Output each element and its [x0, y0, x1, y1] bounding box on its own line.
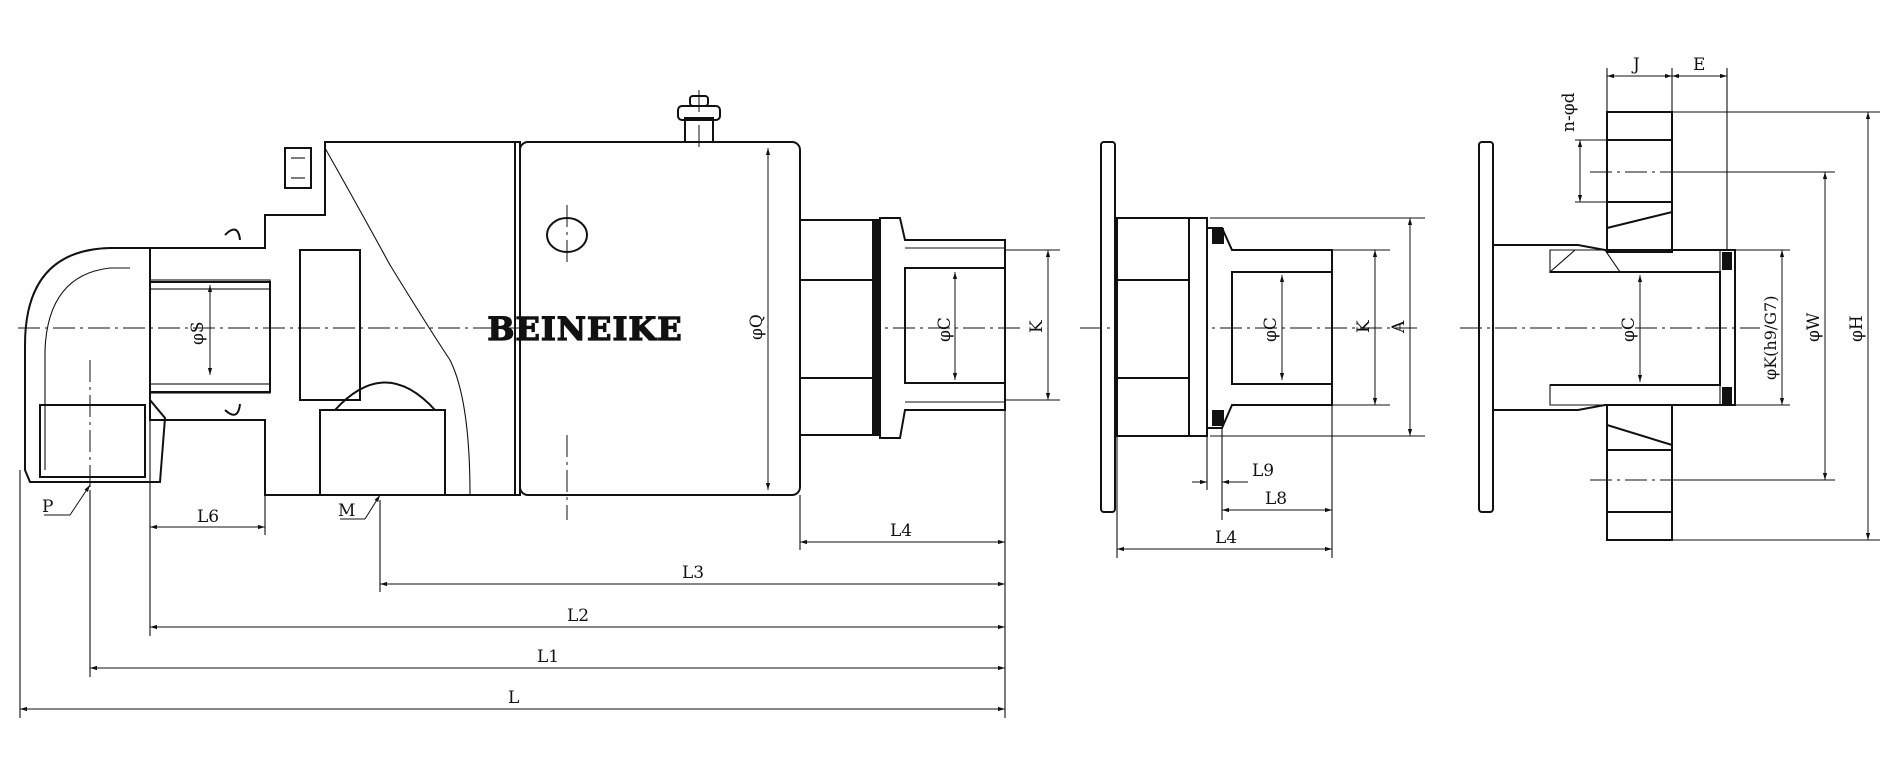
dim-l: L	[508, 688, 519, 708]
dim-phi-c-3: φC	[1619, 317, 1639, 342]
elbow-section	[24, 247, 167, 490]
label-m: M	[338, 501, 355, 521]
dim-n-phi-d: n-φd	[1559, 92, 1579, 132]
dim-l3: L3	[682, 563, 704, 583]
dim-a: A	[1389, 320, 1409, 334]
dim-phi-c-2: φC	[1261, 317, 1281, 342]
dim-j: J	[1631, 55, 1640, 75]
shaft-section	[149, 141, 521, 496]
dim-l9: L9	[1252, 461, 1274, 481]
dim-k-1: K	[1027, 320, 1047, 333]
dim-l8: L8	[1265, 489, 1287, 509]
label-p: P	[42, 497, 53, 517]
middle-view: φC K A L9 L8 L4	[1080, 141, 1425, 558]
dim-phi-h: φH	[1847, 315, 1867, 342]
dim-phi-k-fit: φK(h9/G7)	[1761, 296, 1780, 380]
main-joint-view: BEINEIKE φS φQ φC K P M	[18, 90, 1060, 718]
dim-l6: L6	[197, 507, 219, 527]
flange-view: φC J E n-φd φK(h9/G7) φW φH	[1460, 55, 1880, 541]
housing: BEINEIKE	[487, 90, 801, 520]
dim-phi-s: φS	[188, 321, 208, 345]
dim-l1: L1	[537, 647, 559, 667]
dim-phi-q: φQ	[747, 314, 767, 340]
dim-phi-c-1: φC	[935, 317, 955, 342]
dim-e: E	[1693, 55, 1705, 75]
dim-l4-2: L4	[1215, 528, 1237, 548]
brand-label: BEINEIKE	[487, 310, 682, 348]
dim-phi-w: φW	[1804, 312, 1824, 342]
dim-k-2: K	[1354, 320, 1374, 333]
dim-l2: L2	[567, 606, 589, 626]
dim-l4-1: L4	[890, 521, 912, 541]
hex-nut	[799, 219, 879, 436]
